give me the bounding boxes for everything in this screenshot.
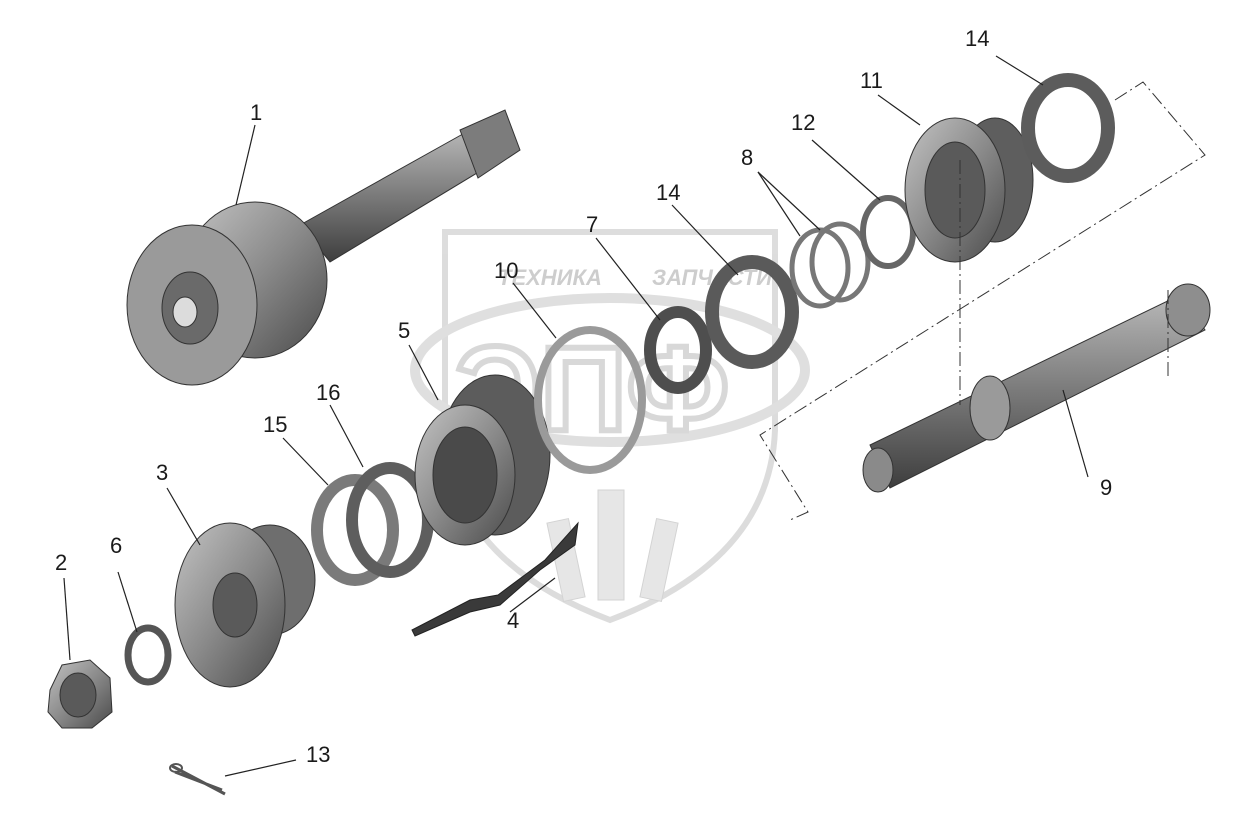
- part-14-bearing-right: [1021, 73, 1115, 183]
- part-11-cup: [904, 117, 1034, 263]
- callout-6: 6: [110, 533, 122, 558]
- part-4-gasket-strip: [411, 521, 579, 637]
- callout-16: 16: [316, 380, 340, 405]
- callout-10: 10: [494, 258, 518, 283]
- callout-labels: 1 2 3 4 5 6 7 8 9 10 11 12 13 14 14 15 1…: [55, 26, 1112, 767]
- callout-14-left: 14: [656, 180, 680, 205]
- assembly-axis-lines: [759, 81, 1206, 521]
- callout-9: 9: [1100, 475, 1112, 500]
- callout-4: 4: [507, 608, 519, 633]
- callout-15: 15: [263, 412, 287, 437]
- part-6-lock-washer: [124, 624, 172, 686]
- part-5-housing: [414, 374, 551, 546]
- part-10-gasket: [534, 326, 646, 474]
- leader-lines: [63, 55, 1089, 777]
- callout-2: 2: [55, 550, 67, 575]
- callout-11: 11: [860, 68, 883, 93]
- watermark-ring: [410, 293, 810, 447]
- part-8-rings: [789, 221, 871, 309]
- part-13-cotter-pin: [169, 763, 226, 796]
- callout-3: 3: [156, 460, 168, 485]
- part-15-ring: [311, 474, 399, 586]
- callout-5: 5: [398, 318, 410, 343]
- part-14-bearing-left: [705, 255, 799, 369]
- callout-13: 13: [306, 742, 330, 767]
- callout-8: 8: [741, 145, 753, 170]
- part-7-spacer: [644, 306, 712, 394]
- watermark-wheat-icon: [546, 489, 679, 603]
- part-12-ring: [860, 195, 916, 269]
- part-2-castle-nut: [47, 659, 113, 729]
- part-1-flange-shaft: [126, 109, 521, 386]
- part-9-shaft: [862, 283, 1211, 493]
- callout-12: 12: [791, 110, 815, 135]
- part-3-flange: [174, 522, 316, 688]
- callout-7: 7: [586, 212, 598, 237]
- callout-14-right: 14: [965, 26, 989, 51]
- callout-1: 1: [250, 100, 262, 125]
